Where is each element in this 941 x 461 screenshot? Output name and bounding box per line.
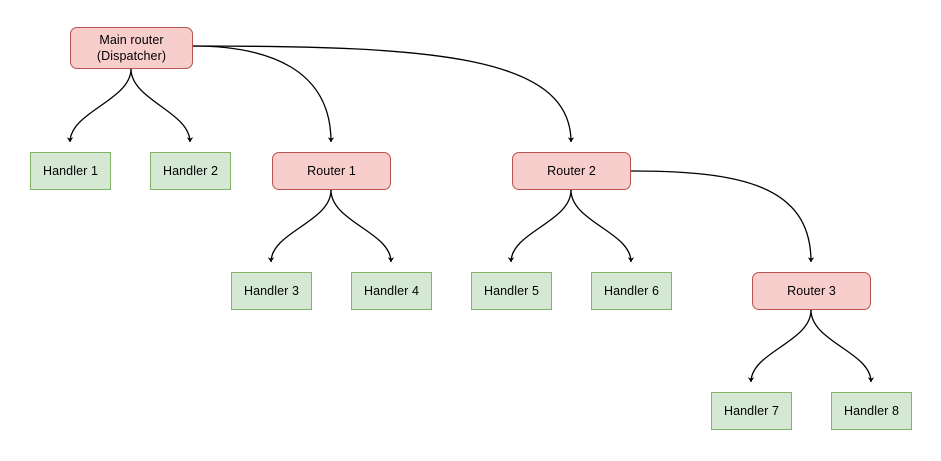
edge-main-router-to-router-2 (192, 45, 575, 143)
edge-router-2-to-handler-5 (507, 189, 572, 263)
edge-router-3-to-handler-7 (747, 309, 812, 383)
edge-main-router-to-handler-2 (130, 68, 194, 143)
node-router-3[interactable]: Router 3 (752, 272, 871, 310)
edge-main-router-to-router-1 (192, 45, 335, 143)
node-handler-5[interactable]: Handler 5 (471, 272, 552, 310)
node-label-main-router: Main router (Dispatcher) (96, 33, 167, 63)
node-main-router[interactable]: Main router (Dispatcher) (70, 27, 193, 69)
edge-router-1-to-handler-3 (267, 189, 332, 263)
node-handler-6[interactable]: Handler 6 (591, 272, 672, 310)
node-label-router-3: Router 3 (787, 284, 836, 298)
edge-router-1-to-handler-4 (330, 189, 395, 263)
node-handler-3[interactable]: Handler 3 (231, 272, 312, 310)
node-handler-4[interactable]: Handler 4 (351, 272, 432, 310)
node-handler-8[interactable]: Handler 8 (831, 392, 912, 430)
node-handler-2[interactable]: Handler 2 (150, 152, 231, 190)
node-handler-1[interactable]: Handler 1 (30, 152, 111, 190)
node-label-router-1: Router 1 (307, 164, 356, 178)
node-label-handler-6: Handler 6 (603, 284, 660, 298)
edge-main-router-to-handler-1 (66, 68, 132, 143)
node-label-handler-4: Handler 4 (363, 284, 420, 298)
node-label-handler-7: Handler 7 (723, 404, 780, 418)
edge-router-3-to-handler-8 (810, 309, 875, 383)
node-router-2[interactable]: Router 2 (512, 152, 631, 190)
node-handler-7[interactable]: Handler 7 (711, 392, 792, 430)
node-label-router-2: Router 2 (547, 164, 596, 178)
node-label-handler-1: Handler 1 (42, 164, 99, 178)
edge-router-2-to-handler-6 (570, 189, 635, 263)
edge-group (66, 45, 875, 383)
edge-router-2-to-router-3 (630, 170, 815, 263)
node-label-handler-2: Handler 2 (162, 164, 219, 178)
node-label-handler-3: Handler 3 (243, 284, 300, 298)
node-router-1[interactable]: Router 1 (272, 152, 391, 190)
node-label-handler-8: Handler 8 (843, 404, 900, 418)
node-label-handler-5: Handler 5 (483, 284, 540, 298)
